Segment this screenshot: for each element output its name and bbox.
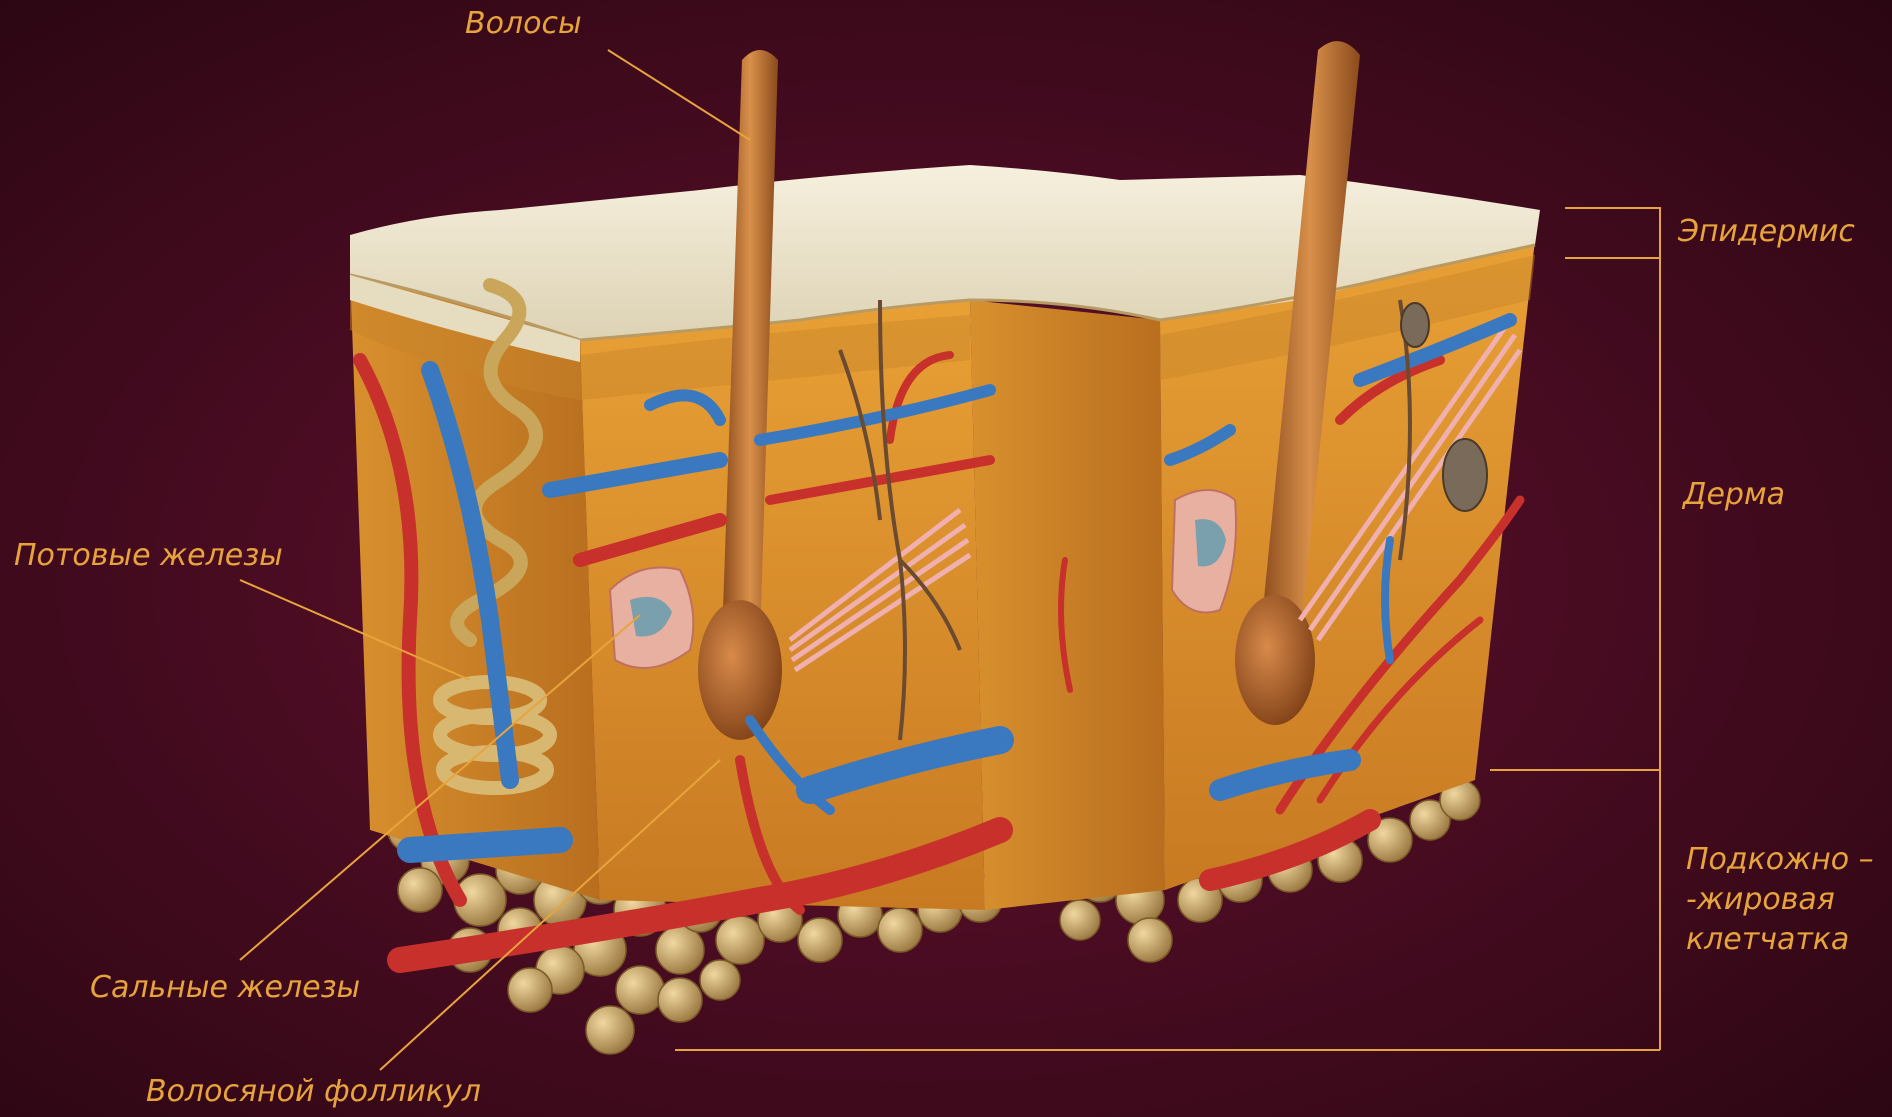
sebaceous-glands-label: Сальные железы [90,970,360,1006]
hair-label: Волосы [465,6,582,42]
subcutaneous-label: Подкожно – -жировая клетчатка [1686,840,1874,960]
dermis-label: Дерма [1683,477,1785,513]
hair-follicle-label: Волосяной фолликул [146,1074,481,1110]
sebaceous-gland-right [1172,490,1236,613]
epidermis-label: Эпидермис [1678,214,1855,250]
sebaceous-gland-left [610,568,693,669]
pacinian-corpuscle-small [1401,303,1429,347]
epidermis-bracket [1565,208,1660,258]
hair-leader-line [608,50,750,140]
pacinian-corpuscle [1443,439,1487,511]
sweat-glands-label: Потовые железы [14,538,283,574]
